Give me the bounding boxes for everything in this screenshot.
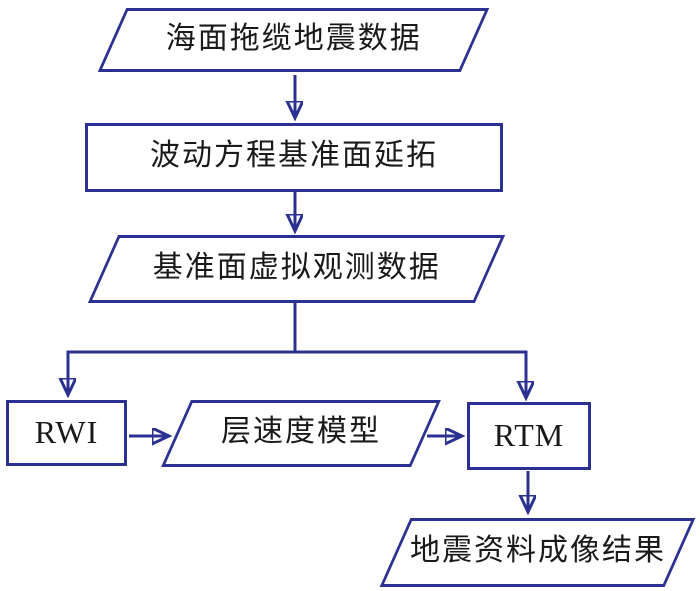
node-wave-equation-datuming-label: 波动方程基准面延拓	[150, 139, 438, 172]
node-surface-data-label: 海面拖缆地震数据	[165, 21, 422, 55]
node-imaging-result-label: 地震资料成像结果	[409, 534, 666, 567]
node-datum-virtual-data-label: 基准面虚拟观测数据	[152, 250, 441, 284]
node-rwi: RWI	[6, 400, 127, 466]
node-surface-data: 海面拖缆地震数据	[97, 8, 490, 72]
node-interval-velocity-model-label: 层速度模型	[221, 415, 381, 448]
node-rwi-label: RWI	[34, 413, 99, 450]
node-rtm-label: RTM	[493, 416, 565, 453]
node-interval-velocity-model: 层速度模型	[161, 400, 441, 467]
node-rtm: RTM	[467, 402, 591, 470]
node-imaging-result: 地震资料成像结果	[379, 518, 696, 587]
node-wave-equation-datuming: 波动方程基准面延拓	[85, 123, 503, 192]
node-datum-virtual-data: 基准面虚拟观测数据	[87, 235, 506, 303]
